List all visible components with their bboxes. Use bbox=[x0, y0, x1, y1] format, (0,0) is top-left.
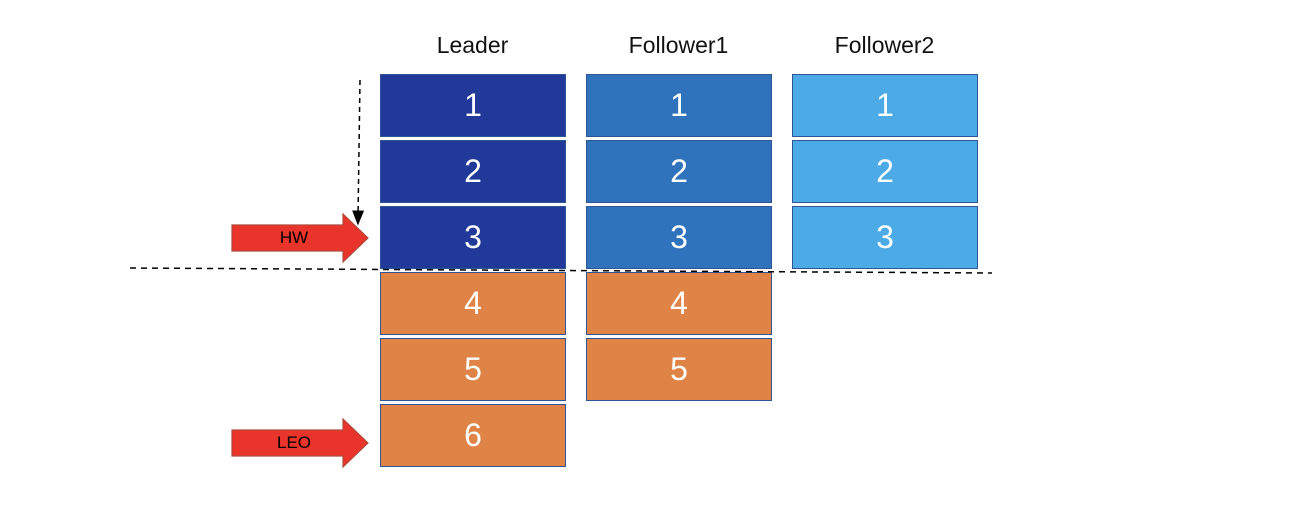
leader-column-header: Leader bbox=[436, 32, 509, 58]
hw-arrow-icon bbox=[231, 212, 369, 264]
follower2-column-header: Follower2 bbox=[834, 32, 935, 58]
follower1-log-entry: 5 bbox=[586, 338, 772, 401]
high-watermark-dashed-line bbox=[129, 267, 993, 274]
follower2-log-entry: 3 bbox=[792, 206, 978, 269]
leader-log-entry: 1 bbox=[380, 74, 566, 137]
leader-log-entry: 4 bbox=[380, 272, 566, 335]
leader-log-entry: 5 bbox=[380, 338, 566, 401]
hw-pointer-dashed-arrow bbox=[352, 79, 365, 226]
hw-label: HW bbox=[279, 228, 309, 247]
follower1-log-entry: 1 bbox=[586, 74, 772, 137]
follower1-log-entry: 4 bbox=[586, 272, 772, 335]
leader-log-entry: 2 bbox=[380, 140, 566, 203]
follower1-log-entry: 2 bbox=[586, 140, 772, 203]
leo-label: LEO bbox=[276, 433, 312, 452]
leo-arrow-icon bbox=[231, 417, 369, 469]
follower2-log-entry: 2 bbox=[792, 140, 978, 203]
follower1-log-entry: 3 bbox=[586, 206, 772, 269]
follower2-log-entry: 1 bbox=[792, 74, 978, 137]
leader-log-entry: 3 bbox=[380, 206, 566, 269]
leader-log-entry: 6 bbox=[380, 404, 566, 467]
follower1-column-header: Follower1 bbox=[628, 32, 729, 58]
